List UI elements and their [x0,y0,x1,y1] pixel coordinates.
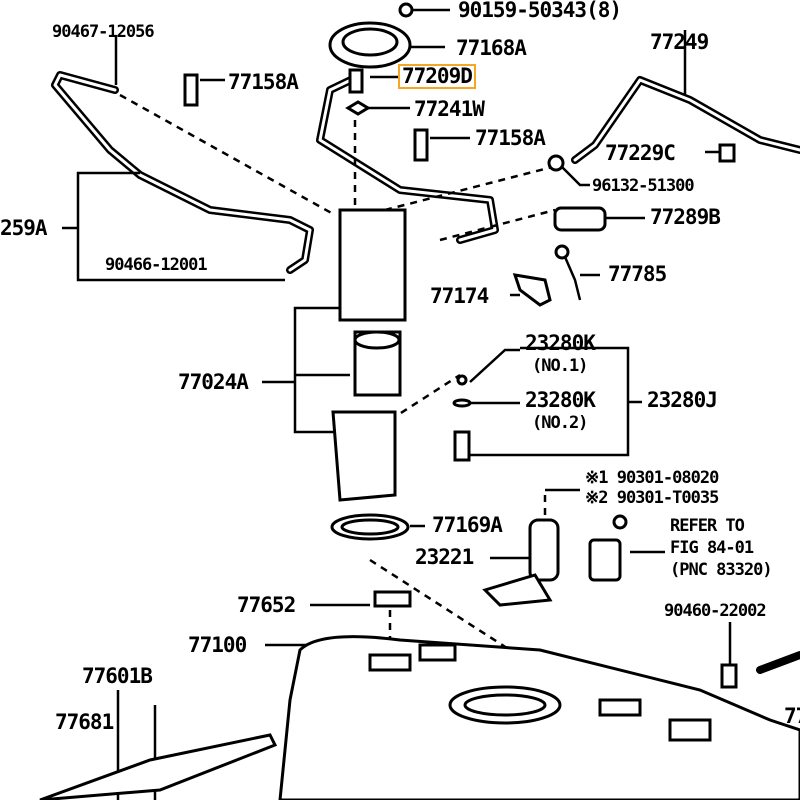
fuel-pump [528,518,560,582]
label-23280K-no2: 23280K [525,388,596,412]
label-77652: 77652 [237,593,296,617]
label-pnc-83320: (PNC 83320) [670,560,773,580]
label-23280K-no1-note: (NO.1) [532,356,588,376]
label-259A: 259A [0,216,48,240]
label-77158A-upper: 77158A [228,70,299,94]
dashed-assembly-lines [119,93,561,700]
label-77241W: 77241W [414,97,485,121]
label-77785: 77785 [608,262,667,286]
label-77209D-highlighted[interactable]: 77209D [398,64,476,89]
label-90159-50343: 90159-50343(8) [458,0,622,22]
fuel-tube-right-inner [573,78,800,162]
label-77601B: 77601B [82,664,153,688]
fuel-tube-left-inner [53,73,312,272]
label-77168A: 77168A [456,36,527,60]
label-77169A: 77169A [432,513,503,537]
label-77174: 77174 [430,284,489,308]
label-23221: 23221 [415,545,474,569]
label-fig-84-01[interactable]: FIG 84-01 [670,538,754,558]
label-23280J: 23280J [647,388,718,412]
label-96132-51300: 96132-51300 [592,176,695,196]
sender-gauge [588,538,622,582]
label-77100: 77100 [188,633,247,657]
label-23280K-no2-note: (NO.2) [532,413,588,433]
label-77681: 77681 [55,710,114,734]
label-77249: 77249 [650,30,709,54]
label-77289B: 77289B [650,205,721,229]
pump-bracket [338,208,407,322]
label-90301-08020: ※1 90301-08020 [585,468,719,488]
tank-band [39,733,278,800]
label-90460-22002: 90460-22002 [664,601,767,621]
label-77158A-lower: 77158A [475,126,546,150]
label-refer-to: REFER TO [670,516,745,536]
fuel-tube-center-inner [318,76,497,242]
label-23280K-no1: 23280K [525,331,596,355]
label-90301-T0035: ※2 90301-T0035 [585,488,719,508]
label-90467-12056: 90467-12056 [52,22,155,42]
label-77-cut-off: 77 [784,704,800,728]
filter-cup [331,410,397,502]
label-90466-12001: 90466-12001 [105,255,208,275]
small-parts [183,2,736,307]
label-77024A: 77024A [178,370,249,394]
leader-lines [62,8,732,800]
label-77229C: 77229C [605,141,676,165]
